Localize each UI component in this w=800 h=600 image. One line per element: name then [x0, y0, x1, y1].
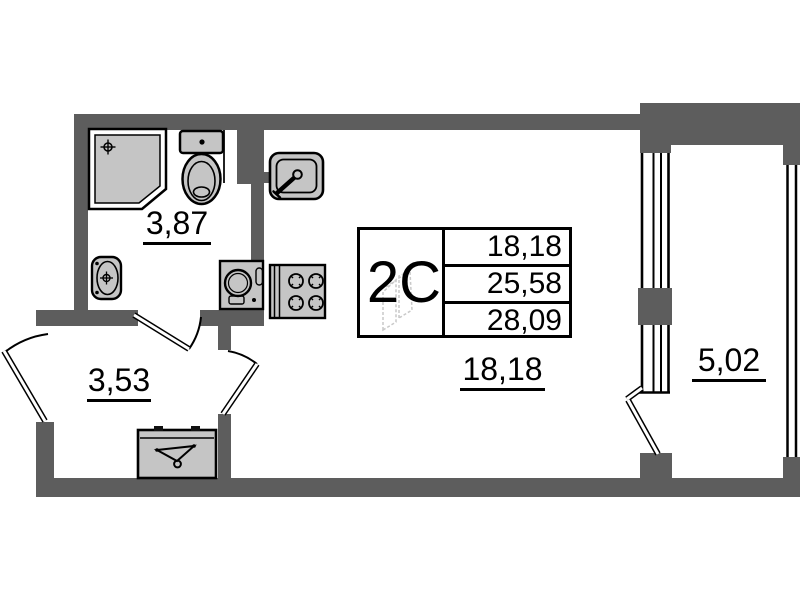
shower-icon [87, 127, 168, 211]
wall-segment [783, 457, 800, 483]
toilet-icon [178, 129, 225, 206]
balcony-area-label: 5,02 [692, 343, 766, 382]
bathroom-sink-icon [90, 255, 123, 301]
wall-segment [200, 310, 264, 326]
hallway-area-label: 3,53 [87, 363, 151, 402]
living-area-value: 18,18 [486, 230, 562, 263]
bathroom-door [132, 312, 202, 352]
balcony-door [625, 385, 661, 456]
wall-segment [638, 288, 672, 325]
total-area-with-balcony-value: 28,09 [445, 301, 569, 338]
stove-icon [268, 263, 327, 320]
balcony-glazing-left [639, 152, 670, 394]
wall-segment [218, 326, 231, 350]
kitchen-sink-icon [268, 151, 325, 201]
unit-info-table: 2С 18,18 25,58 28,09 [357, 227, 572, 338]
area-rows: 18,18 25,58 28,09 [445, 230, 569, 338]
wall-segment [36, 310, 138, 326]
table-watermark [382, 269, 413, 332]
wall-segment [640, 103, 800, 145]
unit-type-label: 2С [360, 230, 445, 335]
living-room-door [220, 350, 260, 416]
wall-segment [218, 414, 231, 480]
wall-segment [36, 422, 54, 484]
total-area-value: 25,58 [445, 264, 569, 301]
living-room-area-label: 18,18 [460, 352, 545, 391]
wall-segment [640, 145, 671, 153]
wall-segment [263, 172, 271, 183]
burner [308, 295, 324, 311]
wall-segment [74, 114, 640, 130]
wall-segment [36, 478, 800, 497]
wall-segment [783, 145, 800, 165]
balcony-glazing-right [786, 165, 798, 457]
washing-machine-icon [218, 259, 265, 311]
burner [288, 273, 304, 289]
wardrobe-icon [136, 426, 218, 480]
burner [288, 295, 304, 311]
hanger-icon [153, 444, 198, 469]
bathroom-area-label: 3,87 [143, 206, 211, 245]
wall-segment [74, 114, 88, 326]
burner [308, 273, 324, 289]
wall-segment [640, 453, 672, 485]
wall-segment [237, 128, 264, 184]
entrance-door [1, 333, 49, 423]
